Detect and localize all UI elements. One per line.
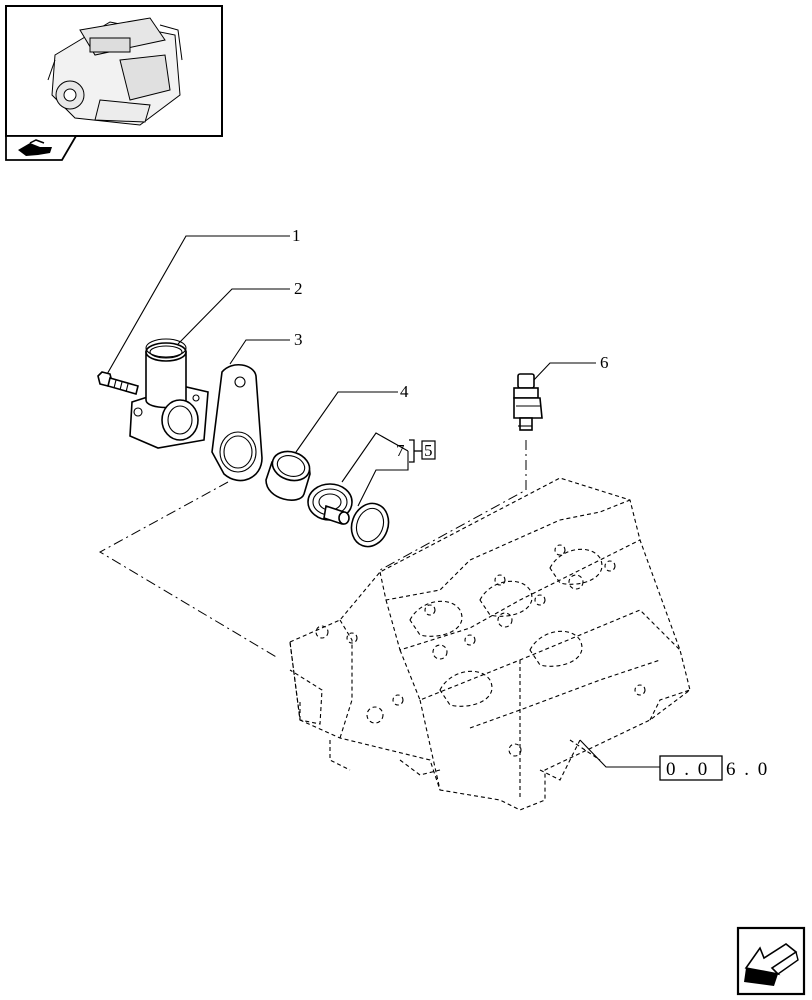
callout-1: 1	[292, 226, 301, 245]
callout-2: 2	[294, 279, 303, 298]
callout-4: 4	[400, 382, 409, 401]
bolt-part-1	[97, 371, 139, 395]
callout-7: 7	[396, 441, 405, 460]
seal-ring-part-4	[265, 450, 311, 501]
tab-indicator	[5, 135, 78, 161]
engine-thumbnail	[5, 5, 223, 137]
sensor-part-6	[513, 373, 543, 431]
thermostat-part-7	[307, 483, 353, 525]
assembly-guides	[98, 440, 527, 659]
reference-code[interactable]: 0 . 0 6 . 0	[659, 755, 769, 781]
callout-labels: 1 2 3 4 5 6 7	[292, 226, 609, 460]
reference-boxed: 0 . 0	[666, 759, 709, 780]
gasket-part-3	[211, 364, 263, 482]
callout-7-bracket	[409, 439, 436, 463]
cylinder-head-outline	[289, 477, 691, 811]
thermostat-housing-part-2	[129, 338, 209, 449]
leader-lines	[105, 235, 660, 768]
callout-6: 6	[600, 353, 609, 372]
reference-rest: 6 . 0	[726, 759, 769, 780]
next-page-arrow-icon[interactable]	[736, 926, 806, 996]
hand-pointer-icon	[18, 139, 52, 156]
callout-5: 5	[424, 441, 433, 460]
o-ring-part-5	[350, 502, 390, 548]
callout-3: 3	[294, 330, 303, 349]
